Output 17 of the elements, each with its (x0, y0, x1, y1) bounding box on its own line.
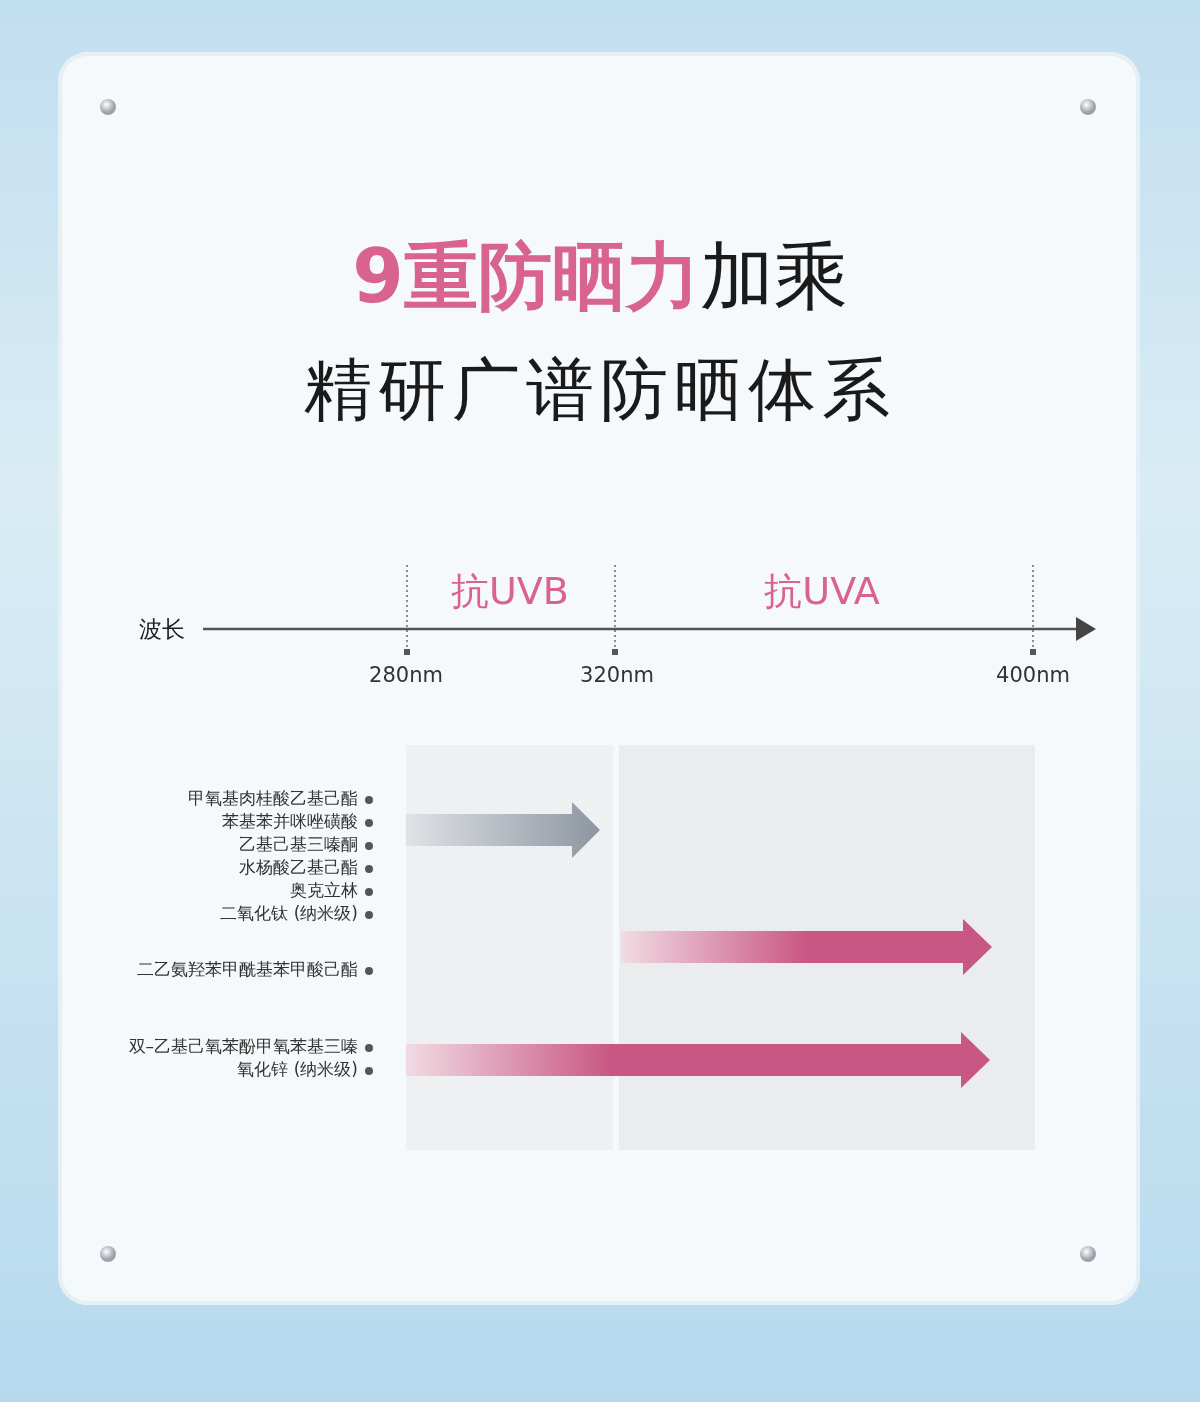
title: 9重防晒力加乘 (351, 232, 849, 321)
range-label: 抗UVB (451, 570, 569, 614)
ingredient-name: 奥克立林 (290, 881, 358, 901)
ingredient-name: 二氧化钛 (纳米级) (220, 904, 358, 924)
range-label: 抗UVA (764, 570, 880, 614)
ingredient-name: 甲氧基肉桂酸乙基己酯 (188, 789, 358, 809)
ingredient-name: 氧化锌 (纳米级) (237, 1060, 358, 1080)
subtitle: 精研广谱防晒体系 (304, 350, 896, 430)
ingredient-name: 二乙氨羟苯甲酰基苯甲酸己酯 (137, 960, 358, 980)
ingredient-name: 水杨酸乙基己酯 (239, 858, 358, 878)
axis-label: 波长 (139, 615, 185, 643)
ingredient-name: 乙基己基三嗪酮 (239, 835, 358, 855)
tick-label: 280nm (369, 662, 443, 688)
ingredient-name: 双–乙基己氧苯酚甲氧苯基三嗪 (128, 1037, 358, 1057)
ingredient-name: 苯基苯并咪唑磺酸 (222, 812, 358, 832)
tick-label: 400nm (996, 662, 1070, 688)
tick-label: 320nm (580, 662, 654, 688)
